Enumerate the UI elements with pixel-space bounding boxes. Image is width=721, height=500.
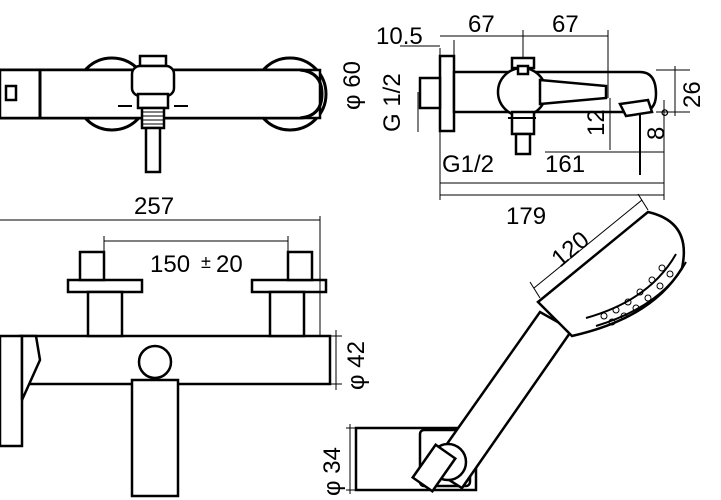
dim-179: 179 <box>506 203 546 230</box>
dim-8: 8 <box>643 127 670 140</box>
dim-150: 150 <box>150 251 190 278</box>
dim-plus-minus: ± <box>201 252 211 272</box>
hand-shower <box>346 193 687 494</box>
dim-26: 26 <box>679 81 706 108</box>
dim-20: 20 <box>216 251 243 278</box>
dim-g12-bottom: G1/2 <box>442 151 494 178</box>
dim-161: 161 <box>545 151 585 178</box>
dim-12: 12 <box>583 109 610 136</box>
dim-67-left: 67 <box>468 11 495 38</box>
dim-dia-60: φ 60 <box>339 61 366 110</box>
dim-degree: ° <box>660 105 670 132</box>
dim-g12-left: G 1/2 <box>379 73 406 132</box>
dim-67-right: 67 <box>552 11 579 38</box>
dim-dia-42: φ 42 <box>343 341 370 390</box>
dim-257: 257 <box>134 193 174 220</box>
dim-10-5: 10.5 <box>376 23 423 50</box>
top-view <box>0 54 328 174</box>
front-view <box>0 216 342 498</box>
side-view <box>400 30 690 200</box>
dim-dia-34: φ 34 <box>319 447 346 496</box>
